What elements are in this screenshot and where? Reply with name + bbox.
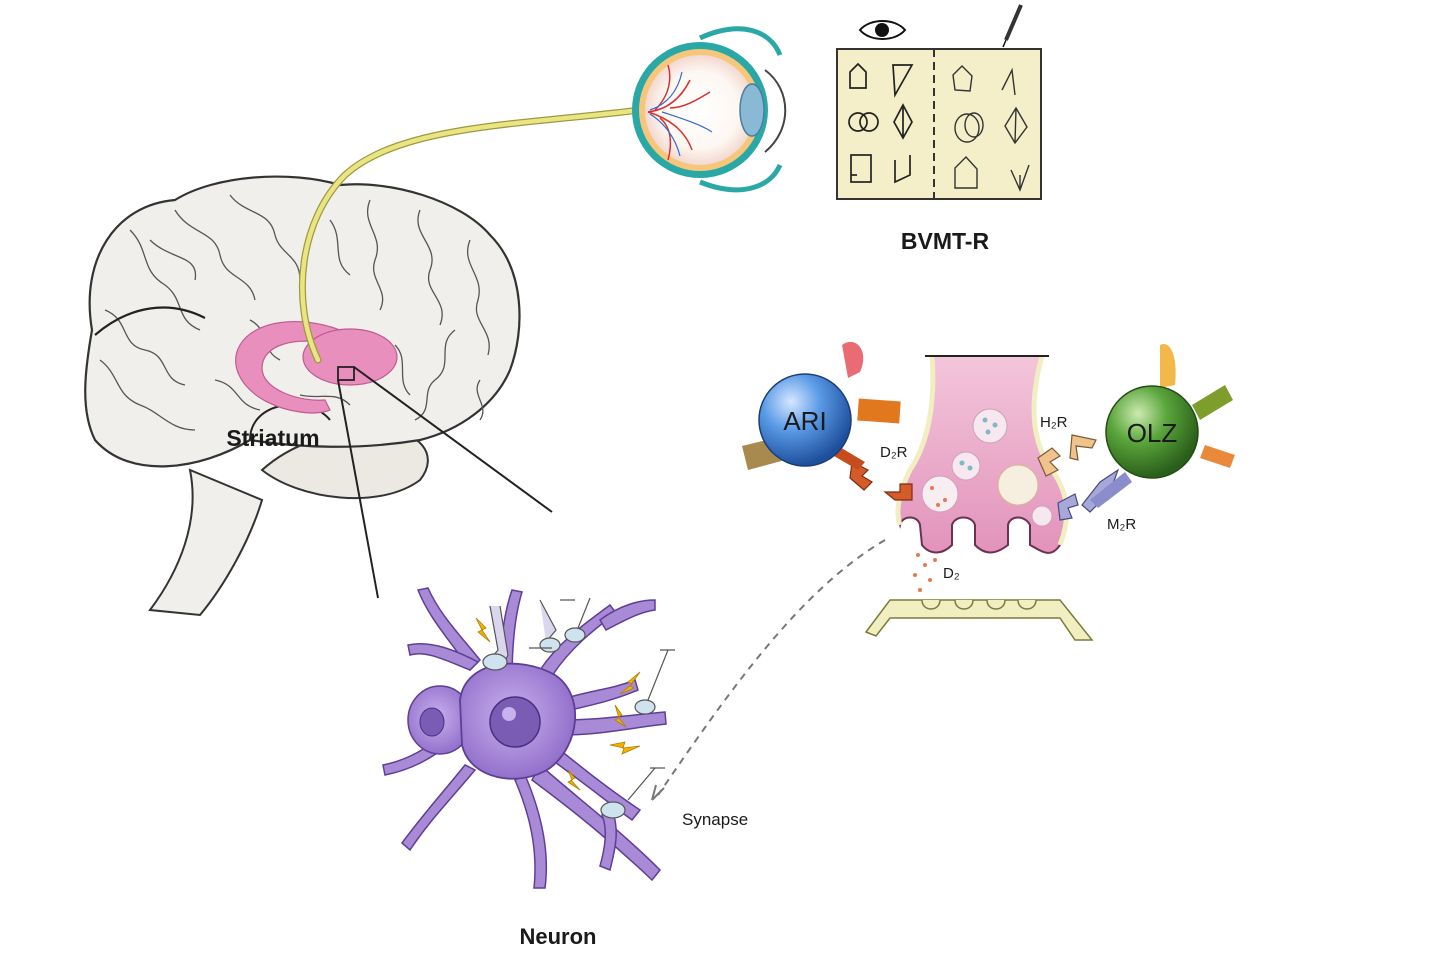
striatum-head <box>302 328 398 386</box>
bvmt-original-figures <box>848 62 914 184</box>
postsynaptic-membrane <box>864 599 1094 641</box>
h2r-label: H₂R <box>1040 414 1068 431</box>
m2-receptor <box>1057 468 1120 521</box>
synaptic-vesicles <box>921 408 1053 527</box>
olanzapine-molecule: OLZ <box>1090 344 1235 508</box>
neuron-nucleus <box>489 696 541 748</box>
synapse-terminal-illustration: D₂ D₂R H₂R M₂R <box>849 355 1136 641</box>
striatum-label: Striatum <box>226 425 319 451</box>
released-dopamine <box>913 486 947 592</box>
postsynaptic-receptor-pits <box>921 599 1037 610</box>
brainstem <box>148 468 264 617</box>
bvmt-drawn-figures <box>952 65 1030 192</box>
eye-icon <box>858 20 907 40</box>
eyeball-illustration <box>632 26 787 193</box>
striatum-tail <box>235 320 341 414</box>
axon-terminals <box>482 597 675 819</box>
pencil-icon <box>1002 4 1023 48</box>
neuron-dendrites <box>382 587 667 889</box>
d2-receptor <box>849 461 913 501</box>
aripiprazole-molecule: ARI <box>742 341 901 470</box>
ari-node <box>758 373 852 467</box>
h2-receptor <box>1037 434 1097 477</box>
olz-label: OLZ <box>1127 418 1178 448</box>
d2r-label: D₂R <box>880 444 908 461</box>
signal-spark-icons <box>475 617 641 791</box>
brain-illustration <box>84 175 553 617</box>
synapse-label: Synapse <box>682 810 748 829</box>
m2r-label: M₂R <box>1107 516 1136 533</box>
synapse-zoom-arrow <box>657 539 886 796</box>
zoom-box <box>337 366 355 381</box>
olz-node <box>1105 385 1199 479</box>
bvmt-card: BVMT-R <box>836 4 1042 254</box>
brain-gyri <box>99 194 490 431</box>
bvmt-label: BVMT-R <box>901 228 990 254</box>
neuron-illustration <box>382 587 675 889</box>
ari-label: ARI <box>783 406 826 436</box>
neuron-label: Neuron <box>520 924 597 949</box>
d2-label: D₂ <box>943 565 960 582</box>
lateral-fissure <box>94 306 206 336</box>
